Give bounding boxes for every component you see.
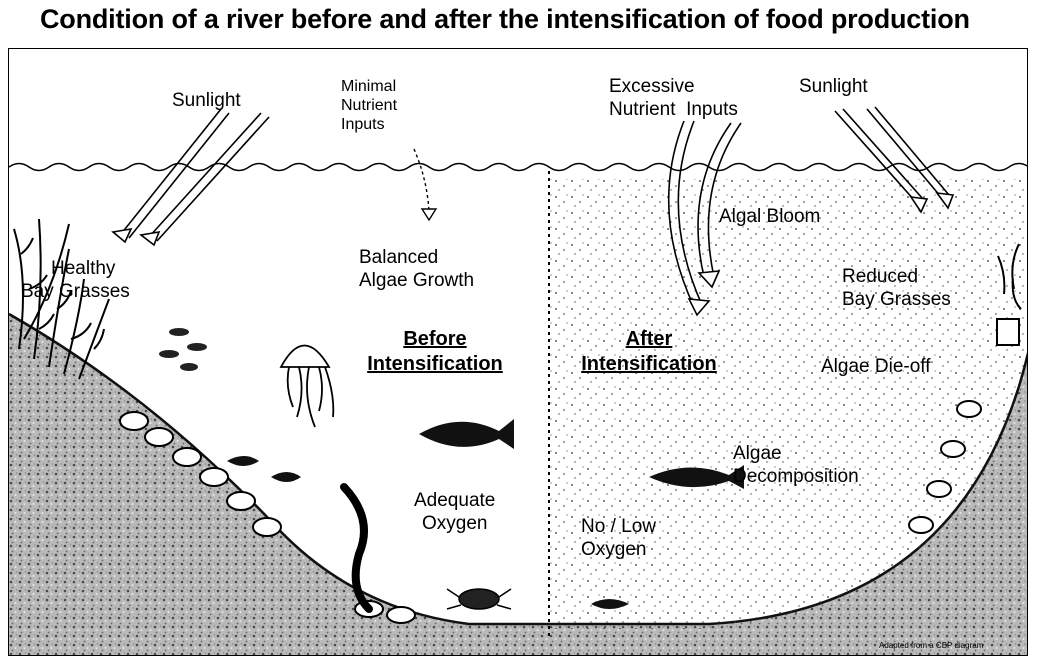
balanced-algae-label: Balanced Algae Growth: [359, 246, 474, 292]
river-scene: [9, 49, 1028, 656]
before-intensification-heading: Before Intensification: [355, 327, 515, 377]
diagram-title: Condition of a river before and after th…: [40, 4, 1030, 35]
jellyfish: [281, 346, 333, 428]
adequate-oxygen-label: Adequate Oxygen: [414, 489, 495, 535]
algae-die-off-label: Algae Die-off: [821, 355, 931, 378]
source-credit: Adapted from a CBP diagram: [879, 641, 983, 650]
healthy-bay-grasses-label: Healthy Bay Grasses: [21, 257, 130, 303]
sunlight-label-right: Sunlight: [799, 75, 868, 98]
sunlight-arrows-left: [113, 109, 269, 245]
fish-left: [227, 419, 514, 482]
sunlight-label-left: Sunlight: [172, 89, 241, 112]
crab: [447, 589, 511, 609]
no-low-oxygen-label: No / Low Oxygen: [581, 515, 656, 561]
algal-bloom-label: Algal Bloom: [719, 205, 820, 228]
diagram-frame: Sunlight Minimal Nutrient Inputs Excessi…: [8, 48, 1028, 656]
rock-right: [997, 319, 1019, 345]
algae-decomposition-label: Algae Decomposition: [733, 442, 859, 488]
excessive-nutrient-label: Excessive Nutrient Inputs: [609, 75, 738, 121]
after-intensification-heading: After Intensification: [569, 327, 729, 377]
minimal-nutrient-label: Minimal Nutrient Inputs: [341, 77, 397, 134]
minimal-nutrient-arrow: [414, 149, 429, 211]
reduced-bay-grasses-label: Reduced Bay Grasses: [842, 265, 951, 311]
water-surface: [9, 164, 1028, 171]
small-fish-school: [159, 328, 207, 371]
